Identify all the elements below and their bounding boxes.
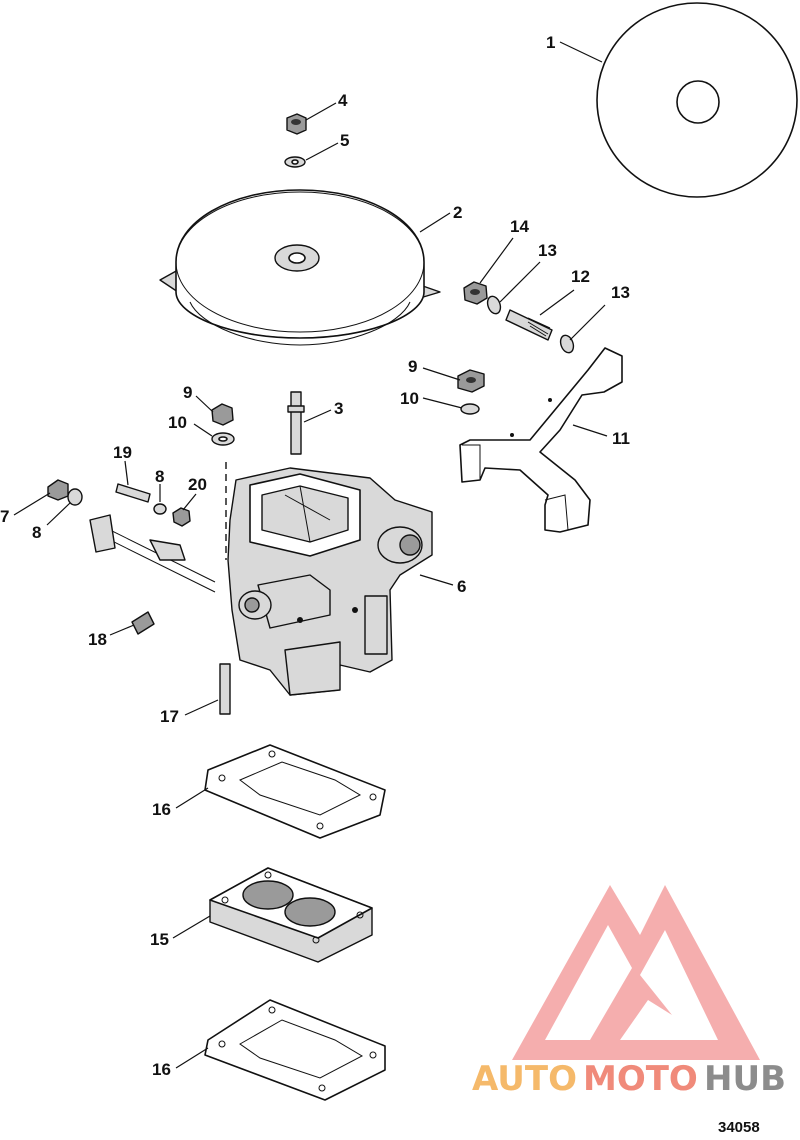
callout-18: 18	[88, 630, 107, 649]
part-3-stud	[287, 391, 305, 455]
part-11-throttle-bracket	[459, 347, 623, 533]
part-2-air-cleaner-cover	[159, 189, 441, 346]
callout-1: 1	[546, 33, 555, 52]
part-1-filter-element	[596, 2, 798, 198]
part-7-nut	[47, 479, 69, 501]
callout-10-left: 10	[168, 413, 187, 432]
watermark-moto: MOTO	[583, 1059, 698, 1099]
part-13-washer-a	[486, 295, 502, 315]
callout-5: 5	[340, 131, 349, 150]
callout-4: 4	[338, 91, 348, 110]
part-10-washer-right	[460, 403, 480, 415]
leader-lines	[13, 41, 608, 1069]
part-16-gasket-top	[204, 744, 386, 839]
callout-15: 15	[150, 930, 169, 949]
callout-3: 3	[334, 399, 343, 418]
callout-11: 11	[612, 429, 630, 448]
watermark-logo	[512, 885, 760, 1060]
part-17-stud	[219, 663, 231, 715]
linkage-rods	[89, 514, 216, 593]
callout-13-b: 13	[611, 283, 630, 302]
part-12-bolt	[505, 309, 553, 341]
watermark-auto: AUTO	[472, 1059, 577, 1099]
part-10-washer-left	[211, 432, 235, 446]
callout-12: 12	[571, 267, 590, 286]
callout-9-right: 9	[408, 357, 417, 376]
part-14-nut	[463, 281, 488, 305]
callout-8-left: 8	[32, 523, 41, 542]
callout-8-mid: 8	[155, 467, 164, 486]
callout-17: 17	[160, 707, 179, 726]
part-4-nut	[286, 113, 307, 135]
callout-10-right: 10	[400, 389, 419, 408]
callout-16-bottom: 16	[152, 1060, 171, 1079]
part-6-carburetor	[227, 467, 433, 696]
callout-16-top: 16	[152, 800, 171, 819]
callout-2: 2	[453, 203, 462, 222]
part-19-stud	[115, 483, 151, 503]
part-8-washer-mid	[153, 503, 167, 515]
figure-number: 34058	[718, 1119, 760, 1136]
watermark-hub: HUB	[704, 1059, 786, 1099]
part-20-nut	[172, 507, 191, 527]
part-18-screw	[131, 611, 155, 635]
callout-labels: 1 2 3 4 5 6 7 8 8 9 9 10 10 11 12 13 13 …	[0, 33, 630, 1079]
callout-9-left: 9	[183, 383, 192, 402]
callout-20: 20	[188, 475, 207, 494]
part-16-gasket-bottom	[204, 999, 386, 1101]
callout-14: 14	[510, 217, 529, 236]
callout-7: 7	[0, 507, 9, 526]
callout-13-a: 13	[538, 241, 557, 260]
part-5-washer	[284, 156, 306, 168]
watermark-text: AUTO MOTO HUB	[472, 1059, 786, 1099]
callout-6: 6	[457, 577, 466, 596]
part-15-spacer	[209, 867, 373, 963]
part-9-nut-right	[457, 369, 485, 393]
part-9-nut-left	[211, 403, 234, 426]
part-8-washer-left	[67, 488, 83, 506]
callout-19: 19	[113, 443, 132, 462]
